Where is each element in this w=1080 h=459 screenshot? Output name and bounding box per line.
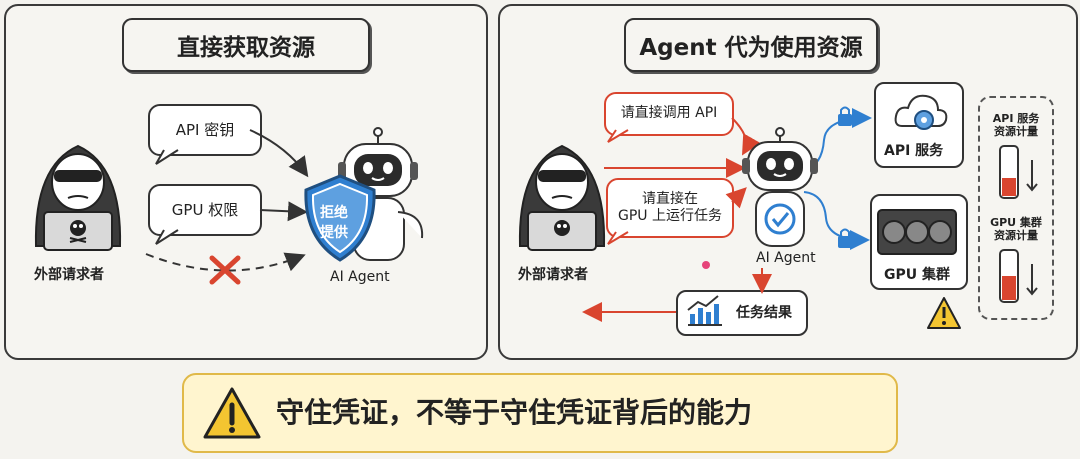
right-diagram-graphics — [518, 94, 1038, 329]
cross-icon — [209, 255, 241, 285]
api-key-arrow — [249, 129, 309, 178]
robot-icon — [742, 127, 818, 247]
task-result-label: 任务结果 — [736, 305, 792, 321]
direct-access-title: 直接获取资源 — [122, 18, 370, 72]
gpu-permission-bubble: GPU 权限 — [148, 184, 262, 236]
call-api-arrow — [731, 117, 761, 156]
right-agent-label: AI Agent — [756, 250, 816, 266]
api-meter-title-1: API 服务 — [992, 112, 1040, 125]
gpu-task-arrow — [725, 187, 747, 209]
check-icon — [764, 203, 796, 235]
hacker-icon — [518, 144, 606, 251]
gpu-permission-arrow — [259, 201, 308, 222]
bubble-tail — [155, 149, 179, 165]
pink-dot — [702, 261, 710, 269]
gpu-meter-title-2: 资源计量 — [994, 229, 1038, 243]
api-meter-gauge — [999, 145, 1038, 199]
warning-icon — [927, 297, 961, 329]
lock-icon — [838, 106, 852, 126]
run-gpu-task-line1: 请直接在 — [642, 190, 698, 207]
gpu-meter-title-1: GPU 集群 — [990, 216, 1042, 229]
gpu-access-line — [803, 191, 870, 250]
agent-proxy-title: Agent 代为使用资源 — [624, 18, 878, 72]
bubble-tail — [155, 229, 179, 245]
run-gpu-task-bubble: 请直接在 GPU 上运行任务 — [606, 178, 734, 238]
warning-icon — [203, 387, 261, 439]
shield-text-2: 提供 — [320, 225, 348, 241]
gpu-card-icon — [877, 209, 957, 255]
call-api-bubble: 请直接调用 API — [604, 92, 734, 136]
api-meter-title: API 服务 资源计量 — [980, 112, 1052, 138]
left-requester-label: 外部请求者 — [34, 267, 104, 283]
shield-icon — [304, 174, 376, 262]
conclusion-text: 守住凭证，不等于守住凭证背后的能力 — [276, 396, 753, 429]
left-diagram-graphics — [34, 127, 424, 285]
shield-text-1: 拒绝 — [320, 205, 348, 221]
agent-proxy-panel: Agent 代为使用资源 请直接调用 API 请直接在 GPU 上运行任务 外部… — [498, 4, 1078, 360]
gpu-meter-title: GPU 集群 资源计量 — [980, 216, 1052, 242]
run-gpu-task-line2: GPU 上运行任务 — [618, 208, 722, 224]
api-meter-title-2: 资源计量 — [994, 125, 1038, 139]
gpu-meter-gauge — [999, 249, 1038, 303]
chart-icon — [687, 295, 722, 326]
api-service-label: API 服务 — [884, 143, 944, 159]
right-requester-label: 外部请求者 — [518, 267, 588, 283]
left-agent-label: AI Agent — [330, 269, 390, 285]
direct-access-panel: 直接获取资源 API 密钥 GPU 权限 外部请求者 AI Agent — [4, 4, 488, 360]
api-key-bubble: API 密钥 — [148, 104, 262, 156]
blocked-arrow — [145, 252, 306, 272]
gpu-cluster-label: GPU 集群 — [884, 267, 950, 283]
lock-icon — [838, 228, 852, 248]
hacker-icon — [34, 144, 122, 251]
conclusion-banner: 守住凭证，不等于守住凭证背后的能力 — [182, 373, 898, 453]
cloud-gear-icon — [894, 94, 948, 130]
